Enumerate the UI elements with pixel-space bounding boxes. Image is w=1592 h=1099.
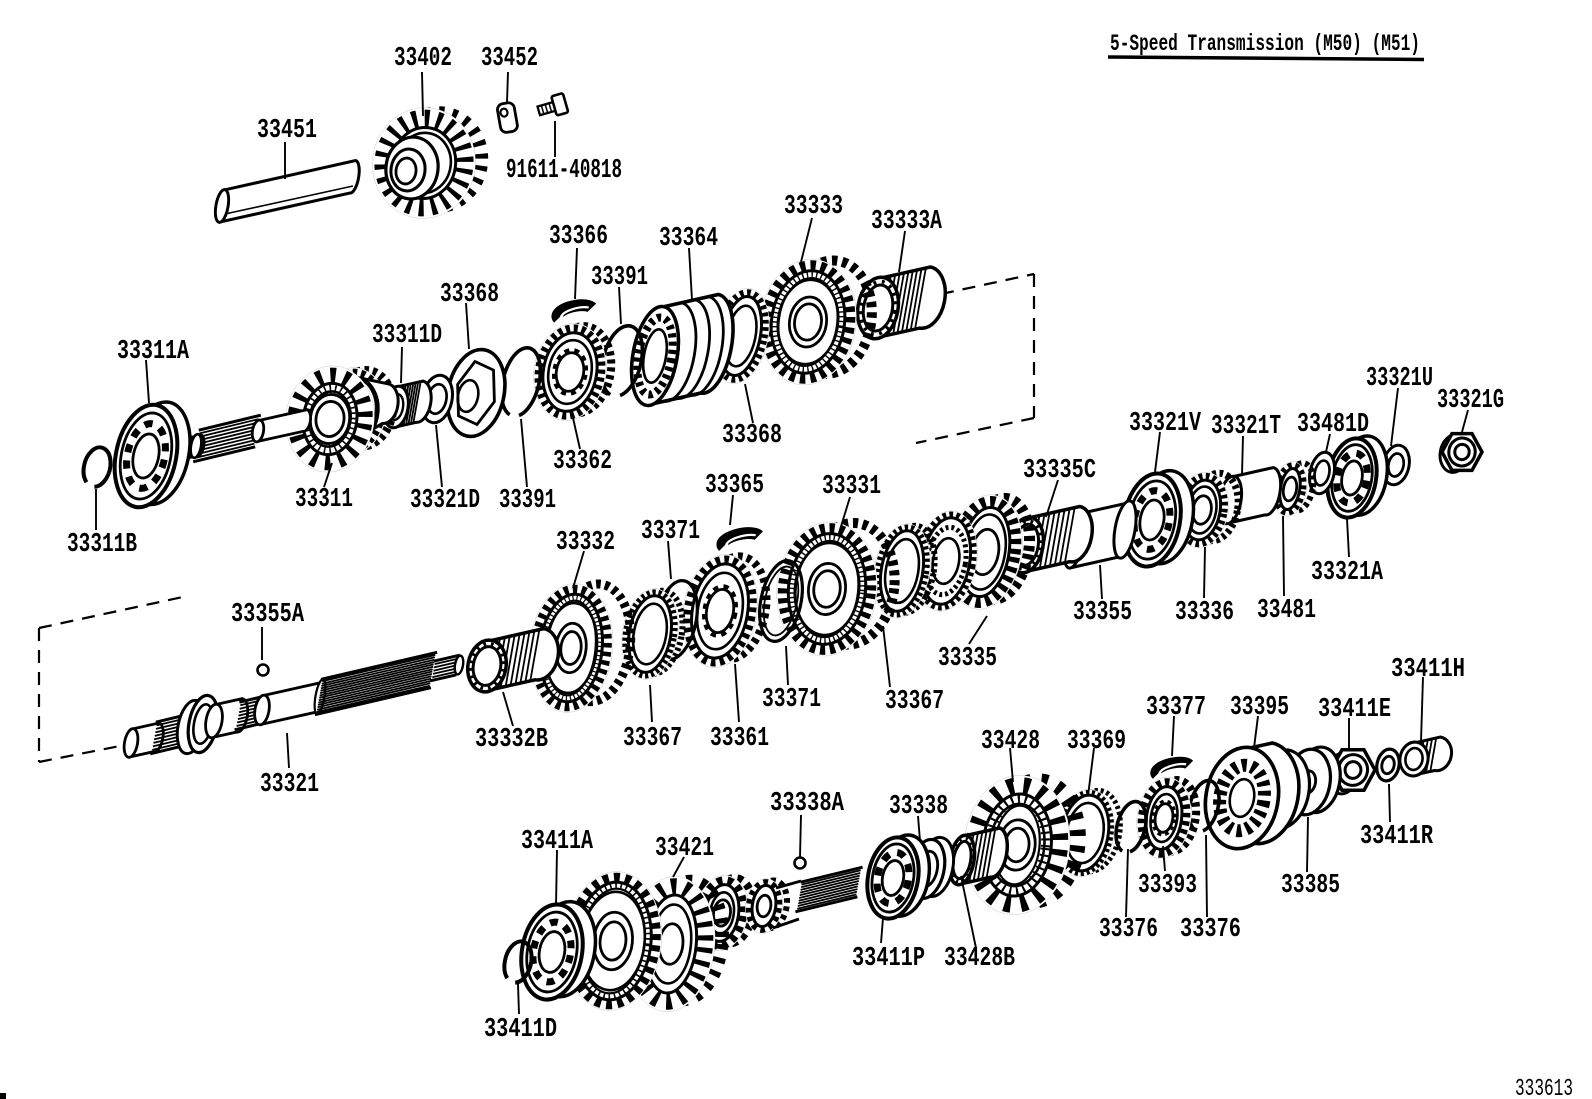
svg-text:33428: 33428: [981, 727, 1040, 757]
svg-text:33411P: 33411P: [852, 944, 925, 974]
svg-text:33321V: 33321V: [1129, 409, 1202, 439]
svg-text:33481: 33481: [1257, 596, 1316, 626]
svg-text:33367: 33367: [623, 724, 682, 754]
svg-text:33321A: 33321A: [1311, 558, 1384, 588]
svg-text:33364: 33364: [659, 224, 718, 254]
svg-text:33321D: 33321D: [410, 486, 480, 516]
svg-text:33366: 33366: [549, 222, 608, 252]
svg-text:33355: 33355: [1073, 598, 1132, 628]
svg-text:333613: 333613: [1515, 1076, 1573, 1099]
svg-text:33338A: 33338A: [770, 789, 845, 819]
svg-text:33336: 33336: [1175, 598, 1234, 628]
svg-text:33321T: 33321T: [1211, 412, 1281, 442]
svg-text:33332: 33332: [556, 528, 615, 558]
svg-text:33421: 33421: [655, 834, 714, 864]
svg-text:33402: 33402: [394, 44, 452, 74]
svg-text:33333: 33333: [784, 192, 843, 222]
svg-text:33321U: 33321U: [1366, 364, 1433, 394]
svg-text:33411A: 33411A: [521, 827, 594, 857]
svg-text:33355A: 33355A: [231, 600, 305, 630]
svg-text:33367: 33367: [885, 687, 944, 717]
svg-text:33369: 33369: [1067, 727, 1126, 757]
svg-text:33311D: 33311D: [372, 321, 442, 351]
svg-text:33393: 33393: [1138, 871, 1197, 901]
svg-text:33311B: 33311B: [67, 530, 137, 560]
svg-text:33371: 33371: [762, 685, 821, 715]
svg-text:33391: 33391: [499, 486, 556, 516]
svg-text:33311: 33311: [295, 485, 353, 515]
svg-text:33371: 33371: [641, 517, 700, 547]
svg-text:33411H: 33411H: [1391, 655, 1465, 685]
svg-text:33311A: 33311A: [117, 337, 190, 367]
svg-text:33365: 33365: [705, 471, 764, 501]
svg-text:33333A: 33333A: [871, 207, 943, 237]
svg-text:33395: 33395: [1230, 693, 1289, 723]
svg-text:5-Speed Transmission (M50) (M5: 5-Speed Transmission (M50) (M51): [1110, 31, 1420, 57]
svg-text:33451: 33451: [257, 116, 317, 146]
svg-text:33411R: 33411R: [1360, 822, 1434, 852]
svg-text:33377: 33377: [1146, 693, 1206, 723]
svg-text:33428B: 33428B: [944, 944, 1015, 974]
svg-text:33362: 33362: [553, 447, 612, 477]
svg-text:33411D: 33411D: [484, 1015, 557, 1045]
svg-text:33376: 33376: [1180, 915, 1241, 945]
svg-text:33321: 33321: [260, 770, 319, 800]
svg-text:33481D: 33481D: [1297, 410, 1369, 440]
svg-text:33361: 33361: [710, 724, 769, 754]
svg-text:33332B: 33332B: [475, 725, 548, 755]
svg-text:33452: 33452: [481, 44, 538, 74]
svg-text:33368: 33368: [440, 280, 499, 310]
svg-text:33321G: 33321G: [1437, 386, 1504, 416]
svg-text:33338: 33338: [889, 792, 948, 822]
svg-text:33411E: 33411E: [1318, 695, 1391, 725]
svg-text:33391: 33391: [591, 263, 648, 293]
svg-text:33335C: 33335C: [1023, 456, 1096, 486]
svg-text:33385: 33385: [1281, 871, 1340, 901]
svg-text:91611-40818: 91611-40818: [506, 156, 622, 186]
svg-text:33331: 33331: [822, 472, 881, 502]
svg-text:33368: 33368: [722, 421, 782, 451]
svg-text:33335: 33335: [938, 644, 997, 674]
svg-text:33376: 33376: [1099, 915, 1158, 945]
